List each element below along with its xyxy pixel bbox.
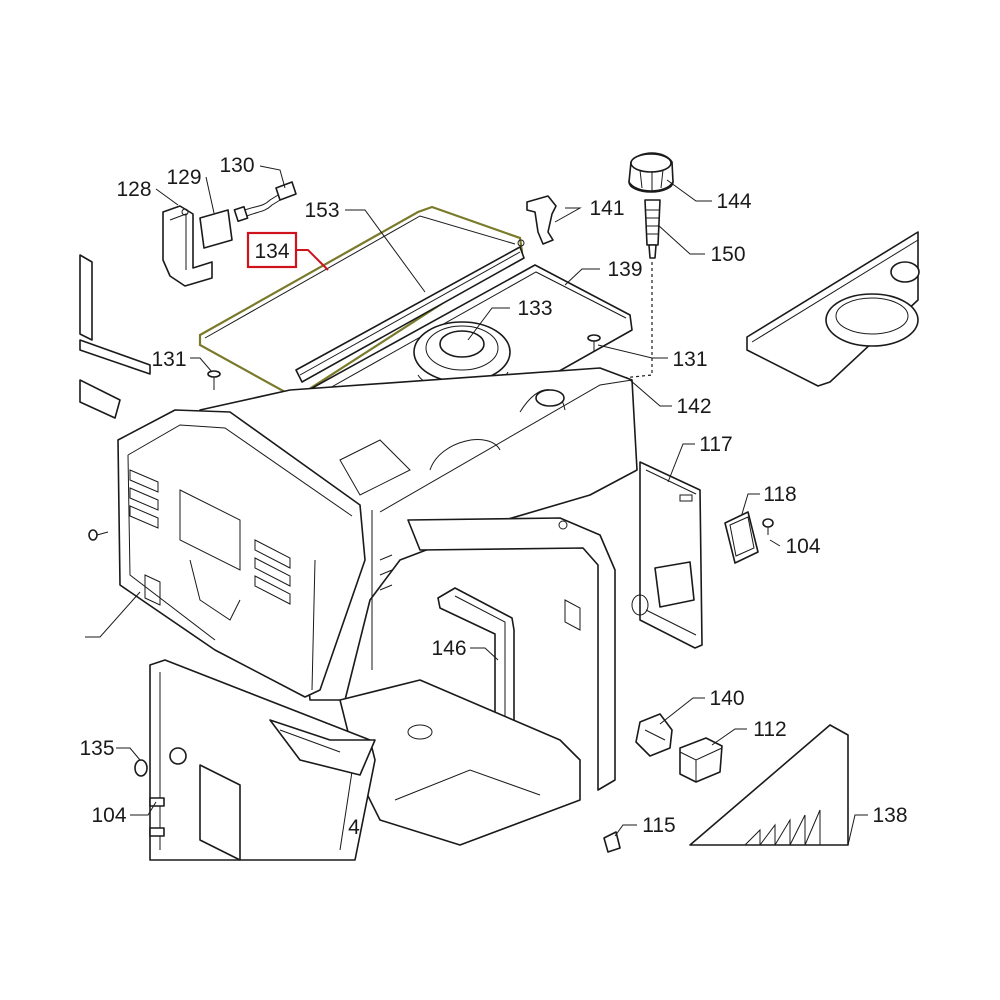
base-tray	[339, 679, 581, 846]
leader-lines	[85, 165, 868, 846]
part-115	[603, 831, 621, 853]
front-housing-box	[117, 409, 366, 698]
screw-part-104-right	[762, 518, 774, 535]
callout-134-box	[246, 231, 298, 269]
callout-133: 133	[517, 297, 552, 320]
callout-117: 117	[699, 433, 732, 456]
callout-138: 138	[872, 804, 907, 827]
callout-131-left: 131	[151, 348, 186, 371]
callout-129: 129	[166, 166, 201, 189]
callout-118: 118	[763, 483, 796, 506]
shaft-part-150	[644, 199, 661, 259]
callout-140: 140	[709, 687, 744, 710]
callout-115: 115	[642, 814, 675, 837]
screw-part-131-right	[587, 334, 601, 352]
callout-146: 146	[431, 637, 466, 660]
knob-part-144	[628, 152, 674, 193]
callout-104-right: 104	[785, 535, 820, 558]
lid-frame-part-153	[198, 205, 525, 397]
connector-part-130	[233, 181, 297, 223]
callout-134-leader	[296, 249, 329, 271]
screw-part-104-left	[88, 529, 109, 541]
board-part-118	[724, 511, 759, 564]
callout-104-left: 104	[91, 804, 126, 827]
callout-4: 4	[348, 816, 360, 839]
drip-tray-panel	[746, 231, 920, 387]
screw-part-131-left	[207, 370, 221, 390]
callout-144: 144	[716, 190, 751, 213]
callout-139: 139	[607, 258, 642, 281]
latch-part-141	[526, 195, 557, 245]
oring-part-135	[134, 759, 148, 777]
sensor-part-140	[635, 713, 673, 757]
callout-150: 150	[710, 243, 745, 266]
plate-part-129	[199, 209, 233, 249]
callout-153: 153	[304, 199, 339, 222]
block-part-112	[679, 737, 723, 783]
callout-141: 141	[589, 197, 624, 220]
lower-front-frame	[149, 659, 376, 861]
side-panel-part-138	[689, 724, 849, 846]
pcb-part-117	[631, 461, 703, 649]
callout-112: 112	[753, 718, 786, 741]
callout-131-right: 131	[672, 348, 707, 371]
callout-134-highlight: 134	[246, 231, 329, 271]
callout-142: 142	[676, 395, 711, 418]
callout-130: 130	[219, 154, 254, 177]
callout-labels: 128 129 130 153 141 144 150 139 133 131 …	[79, 154, 907, 839]
left-edge-panels	[79, 254, 151, 419]
rear-frame-panel	[407, 517, 616, 791]
callout-128: 128	[116, 178, 151, 201]
screw-pair-part-104	[149, 797, 165, 837]
callout-135: 135	[79, 737, 114, 760]
bracket-part-128	[162, 205, 213, 287]
callout-134: 134	[254, 240, 289, 263]
